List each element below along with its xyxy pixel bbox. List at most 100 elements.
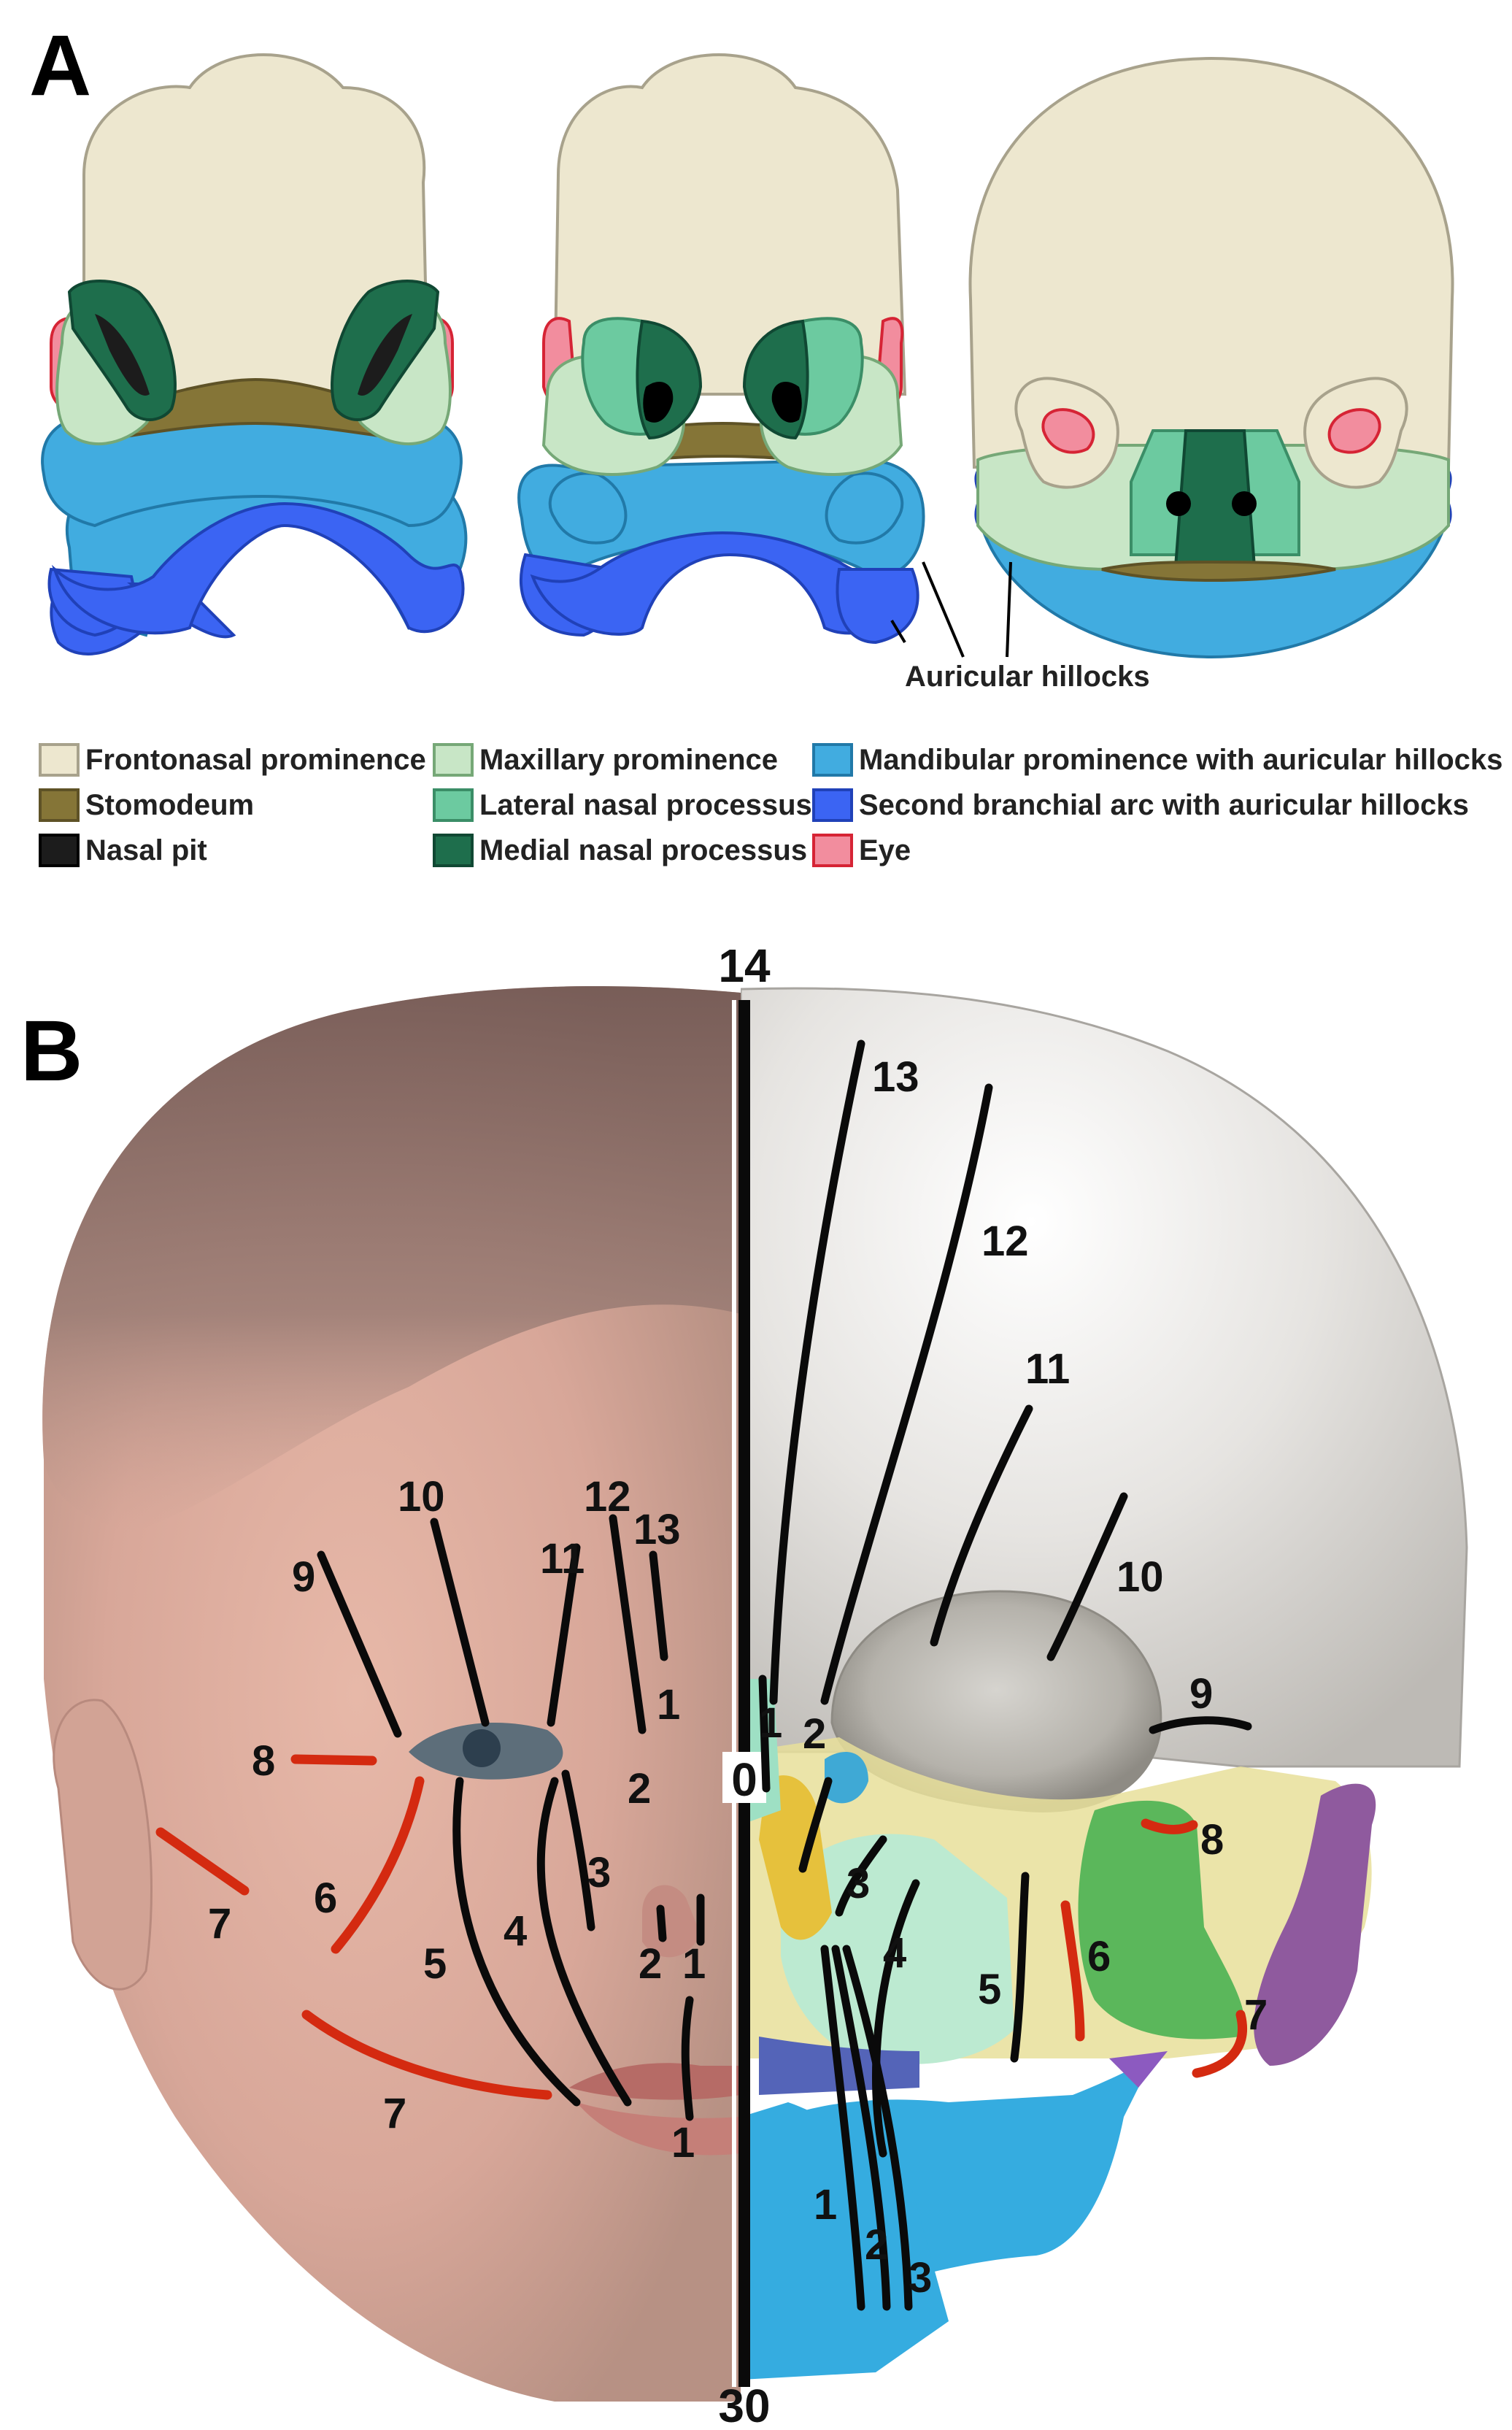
legend-label-1: Stomodeum: [85, 789, 254, 821]
legend-label-5: Medial nasal processus: [479, 834, 807, 866]
skull-num-11: 11: [1025, 1345, 1070, 1393]
face-line-8: [290, 1754, 377, 1766]
face-num-6: 6: [314, 1875, 337, 1922]
face-num-7a: 7: [208, 1900, 231, 1948]
skull-cleft-lines: [758, 1039, 1252, 2311]
legend-swatch-0: [39, 743, 80, 777]
legend-label-4: Lateral nasal processus: [479, 789, 812, 821]
auricular-hillocks-callout: Auricular hillocks: [890, 561, 1150, 693]
scale-zero-label: 0: [731, 1753, 757, 1806]
skull-line-9: [1149, 1716, 1252, 1734]
face-num-10: 10: [398, 1473, 445, 1520]
face-line-4: [536, 1777, 632, 2107]
skull-num-12: 12: [981, 1218, 1029, 1265]
lip-lower: [576, 2102, 741, 2156]
legend-label-6: Mandibular prominence with auricular hil…: [859, 744, 1503, 776]
face-line-10: [430, 1518, 490, 1727]
legend-swatch-7: [812, 788, 853, 822]
lacrimal: [825, 1752, 868, 1804]
skull-num-4: 4: [883, 1929, 906, 1977]
legend-label-7: Second branchial arc with auricular hill…: [859, 789, 1469, 821]
skull-line-6: [1060, 1900, 1085, 2042]
second-arch-right-2: [836, 568, 919, 645]
embryo-stage-2: [517, 53, 925, 645]
face-num-2b: 2: [639, 1940, 662, 1988]
face-num-4: 4: [504, 1907, 527, 1955]
skull-line-12: [820, 1083, 993, 1705]
face-num-11: 11: [540, 1535, 585, 1583]
skull-line-7: [1192, 2010, 1247, 2078]
skull-num-1: 1: [759, 1699, 782, 1747]
face-numbers: 10 9 12 13 11 1 8 2 3 7 6 5 4 2 1 7 1: [208, 1473, 706, 2166]
scale-top-label: 14: [718, 939, 771, 992]
cranium: [741, 987, 1468, 1768]
face-line-7b: [301, 2010, 552, 2100]
auricular-hillocks-label: Auricular hillocks: [905, 661, 1150, 693]
skull-num-2b: 2: [865, 2221, 888, 2269]
skull-half: [741, 987, 1468, 2380]
face-num-1b: 1: [682, 1940, 706, 1988]
skull-num-5: 5: [978, 1966, 1001, 2013]
skull-num-13: 13: [872, 1053, 919, 1101]
panel-b-label: B: [20, 1003, 82, 1099]
face-num-9: 9: [292, 1553, 315, 1601]
maxillary-mint: [781, 1834, 1014, 2064]
nasal-pit-left-1: [95, 314, 150, 396]
panel-a-label: A: [29, 18, 91, 114]
leader-line-3: [1006, 561, 1012, 658]
face-line-5: [452, 1777, 581, 2107]
iris: [463, 1729, 501, 1767]
face-line-11: [547, 1543, 581, 1727]
zygomatic-green: [1078, 1800, 1245, 2039]
nasal-pit-left-2: [643, 381, 674, 423]
second-branchial-arc-1: [51, 501, 465, 635]
skull-line-3: [835, 1835, 887, 1917]
legend-label-0: Frontonasal prominence: [85, 744, 426, 776]
face-line-6: [331, 1776, 425, 1954]
skull-num-7: 7: [1244, 1991, 1268, 2039]
skull-line-2: [798, 1777, 833, 1873]
face-line-12: [609, 1514, 647, 1734]
face-num-2a: 2: [628, 1765, 651, 1812]
skull-num-3: 3: [846, 1860, 870, 1907]
face-num-1c: 1: [671, 2119, 695, 2166]
skull-num-1b: 1: [814, 2181, 837, 2229]
legend-label-8: Eye: [859, 834, 911, 866]
infant-face-half: [42, 986, 741, 2402]
skull-line-b1: [820, 1945, 865, 2311]
eye-right-3: [1327, 408, 1381, 454]
scale-zero-bg: [722, 1752, 766, 1803]
face-num-12: 12: [584, 1473, 631, 1520]
nostril: [642, 1885, 701, 1958]
legend-swatch-1: [39, 788, 80, 822]
eye-left-3: [1041, 408, 1095, 454]
temporal-purple: [1254, 1783, 1376, 2066]
skull-line-b2: [831, 1945, 891, 2311]
midline-scale: 14 0 30: [718, 939, 771, 2430]
embryo-stage-3: [968, 56, 1454, 659]
face-num-8: 8: [252, 1737, 275, 1785]
leader-line-1: [890, 619, 906, 644]
pterygoid: [1109, 2051, 1168, 2088]
skull-num-10: 10: [1116, 1553, 1164, 1601]
legend-swatch-5: [433, 834, 474, 867]
skull-line-b3: [842, 1945, 913, 2311]
skull-numbers: 13 12 11 10 9 1 2 8 3 4 5 6 7 1 2 3: [759, 1053, 1268, 2302]
skull-line-13: [769, 1039, 865, 1705]
skull-line-10: [1046, 1492, 1128, 1661]
scale-bottom-label: 30: [718, 2380, 770, 2430]
face-line-3: [561, 1769, 595, 1931]
legend-swatch-6: [812, 743, 853, 777]
auricular-hillock-r2: [825, 472, 904, 545]
stomodeum-3: [1101, 561, 1336, 582]
auricular-hillock-l2: [548, 472, 628, 545]
skull-num-6: 6: [1087, 1933, 1111, 1980]
face-num-7b: 7: [383, 2090, 406, 2137]
skull-num-9: 9: [1189, 1670, 1213, 1718]
skull-line-8: [1141, 1818, 1198, 1834]
face-line-9: [317, 1550, 402, 1738]
leader-line-2: [922, 561, 965, 658]
face-line-13: [649, 1550, 668, 1661]
